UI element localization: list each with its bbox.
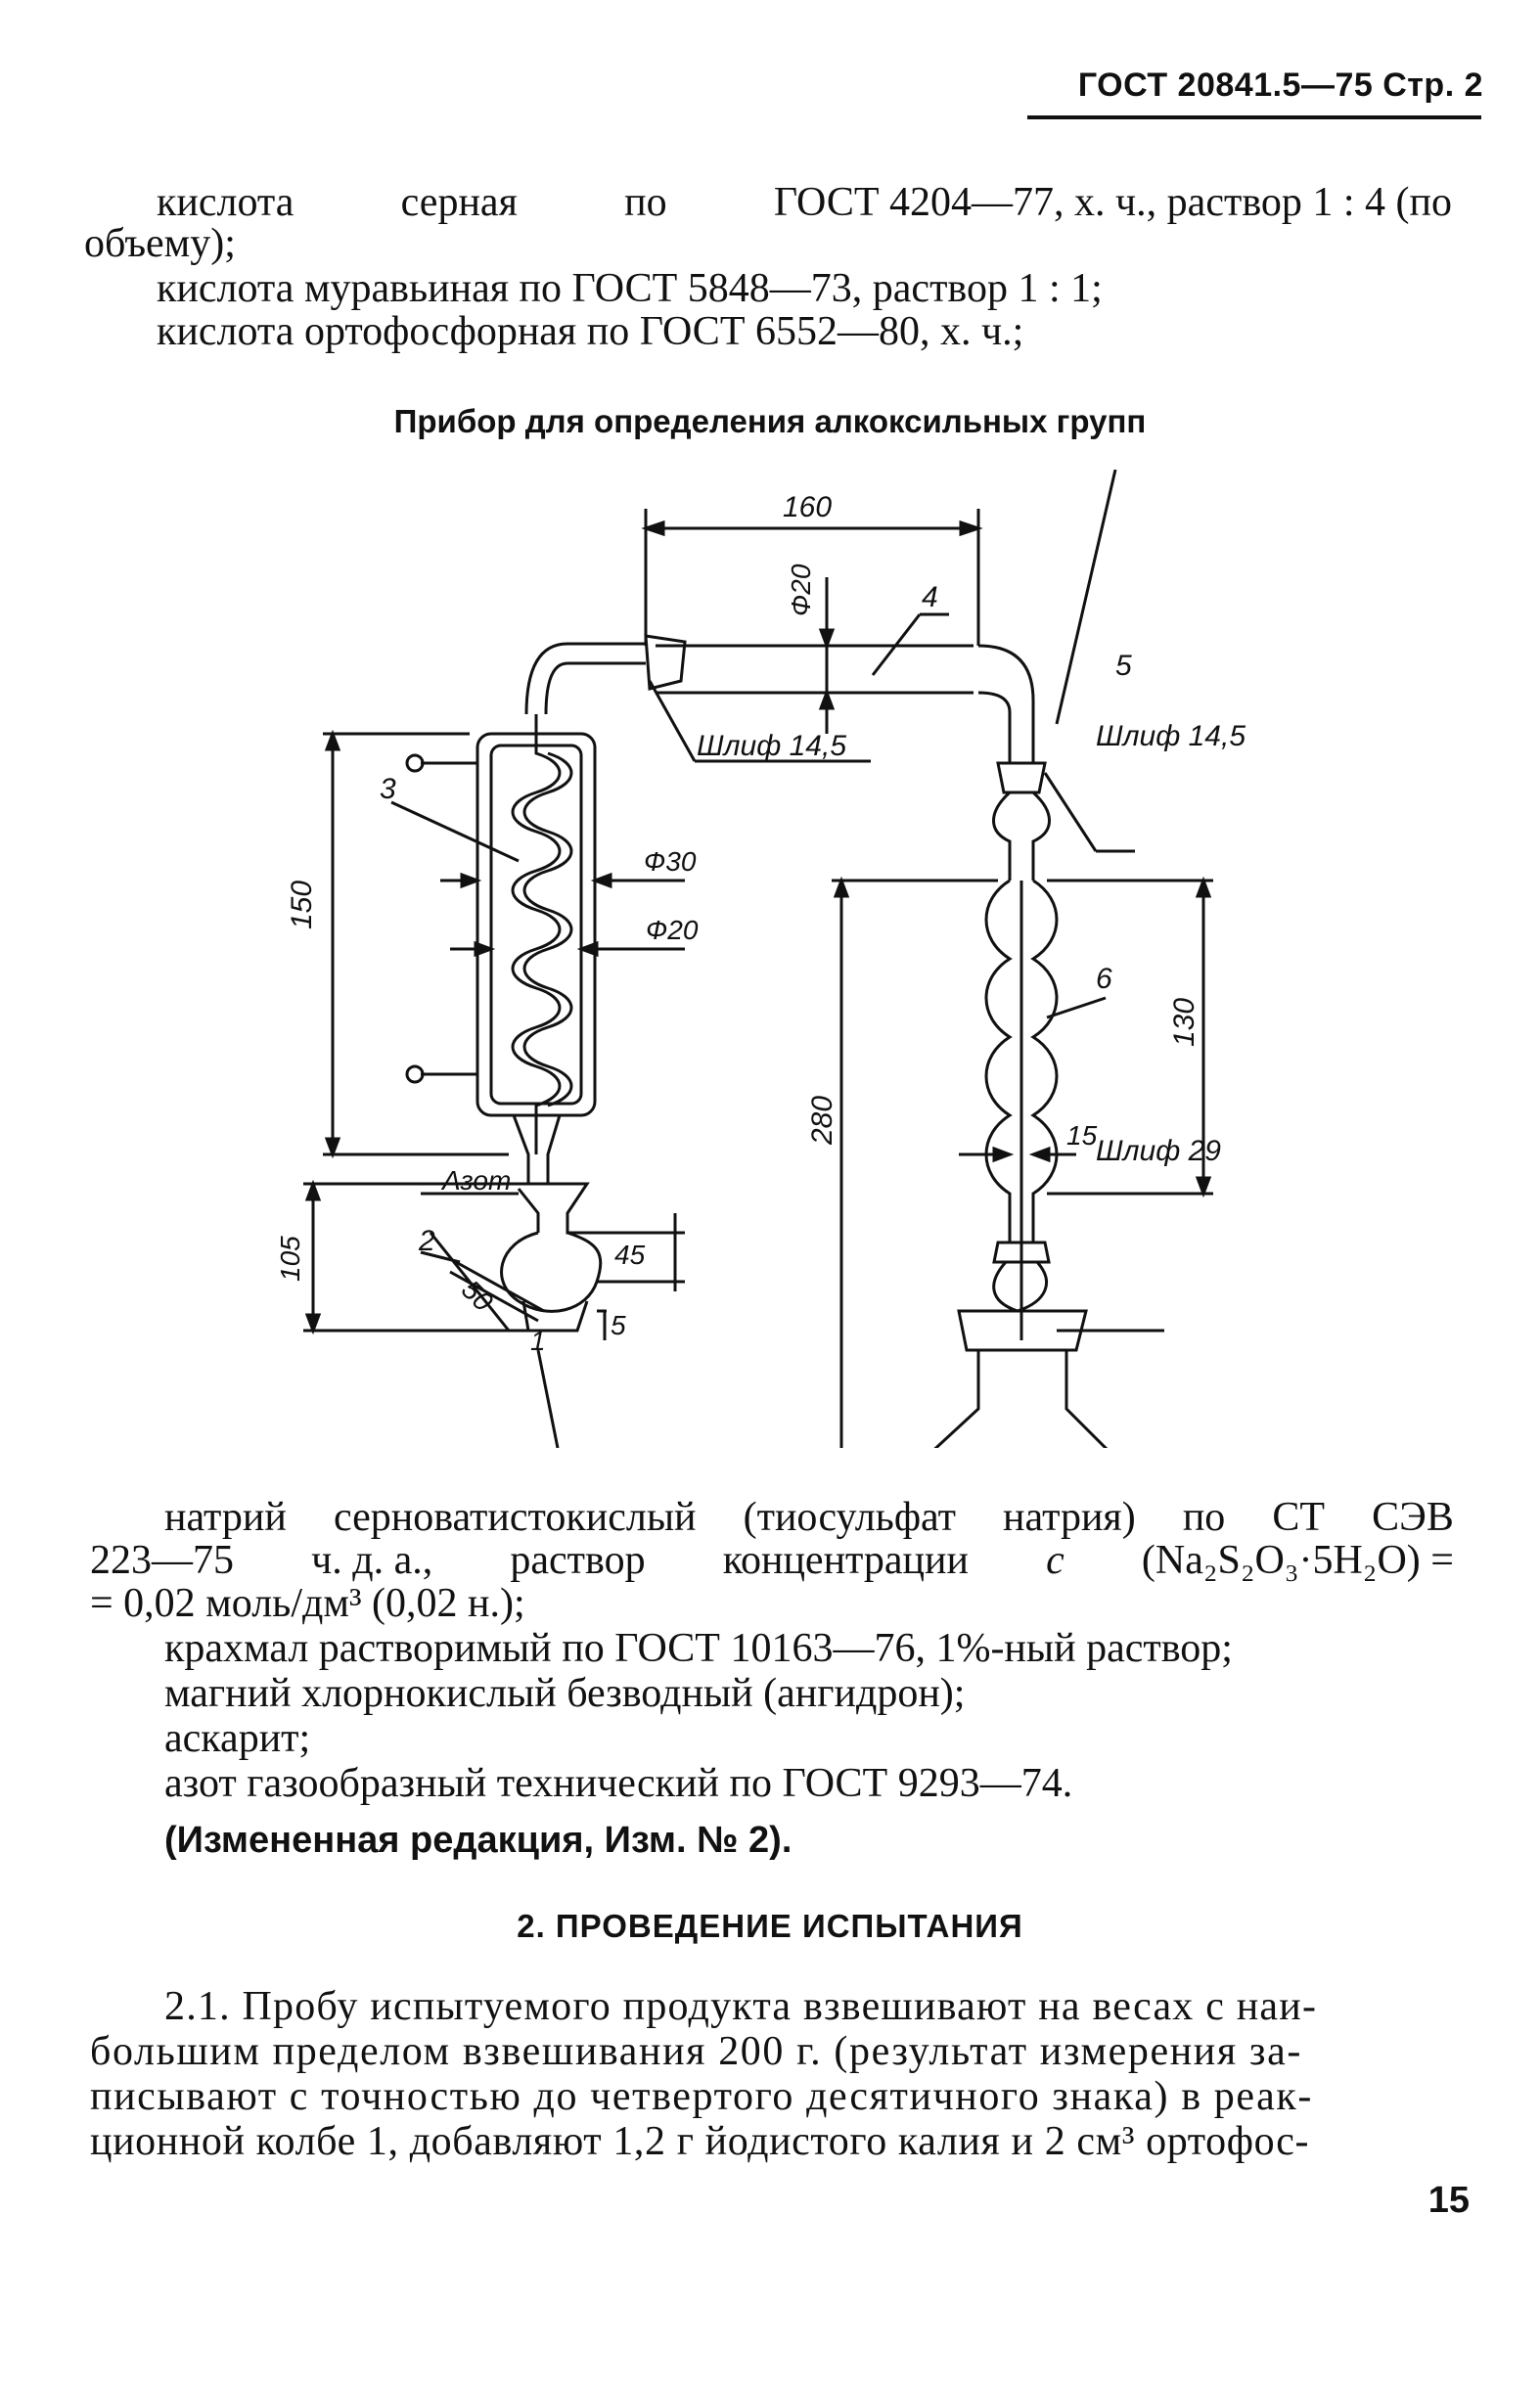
reagent-b-word: по — [1182, 1495, 1226, 1540]
apparatus-diagram: 160 Ф20 4 5 Шлиф 14,5 Шлиф 14,5 3 Ф30 Ф2… — [275, 470, 1246, 1448]
reagent-line-1-word: ГОСТ 4204—77, х. ч., раствор 1 : 4 (по — [773, 180, 1452, 225]
reagent-b-word: 223—75 — [90, 1538, 234, 1583]
page-header: ГОСТ 20841.5—75 Стр. 2 — [1077, 67, 1483, 104]
dim-45-label: 45 — [614, 1240, 646, 1270]
shlif-29-label: Шлиф 29 — [1096, 1135, 1221, 1167]
revision-note: (Измененная редакция, Изм. № 2). — [164, 1820, 793, 1861]
reagent-line-1-word: кислота — [157, 180, 294, 225]
reagent-b-word: (тиосульфат — [743, 1495, 956, 1540]
part-1-label: 1 — [530, 1326, 546, 1356]
reagent-b-word: (Na₂S₂O₃·5H₂O) = — [1141, 1538, 1454, 1583]
part-4-label: 4 — [922, 581, 938, 613]
dim-15-label: 15 — [1066, 1120, 1098, 1151]
reagent-b-word: натрий — [164, 1495, 287, 1540]
reagent-line-1-word: по — [624, 180, 667, 225]
reagent-b-line-3: = 0,02 моль/дм³ (0,02 н.); — [90, 1581, 525, 1626]
reagent-b-line-1: натрий серноватистокислый (тиосульфат на… — [164, 1497, 1454, 1538]
paragraph-line-1: 2.1. Пробу испытуемого продукта взвешива… — [164, 1984, 1318, 2029]
reagent-line-1: кислота серная по ГОСТ 4204—77, х. ч., р… — [157, 182, 1452, 223]
dim-phi20-top-label: Ф20 — [786, 564, 816, 616]
reagent-b-word: серноватистокислый — [333, 1495, 697, 1540]
reagent-b-word: СТ — [1272, 1495, 1326, 1540]
dim-130-label: 130 — [1168, 998, 1200, 1047]
page-number: 15 — [1427, 2180, 1470, 2221]
dim-phi20-label: Ф20 — [646, 915, 699, 945]
dim-160-label: 160 — [783, 491, 832, 523]
reagent-b-word: концентрации — [722, 1538, 969, 1583]
reagent-b-line-7: азот газообразный технический по ГОСТ 92… — [164, 1761, 1073, 1806]
reagent-line-2: объему); — [84, 221, 236, 266]
section-title: 2. ПРОВЕДЕНИЕ ИСПЫТАНИЯ — [517, 1908, 1023, 1944]
dim-5-label: 5 — [611, 1310, 626, 1340]
header-rule — [1027, 115, 1481, 119]
part-5-label: 5 — [1115, 650, 1132, 682]
reagent-line-1-word: серная — [400, 180, 518, 225]
figure-caption: Прибор для определения алкоксильных груп… — [393, 403, 1147, 439]
reagent-line-3: кислота муравьиная по ГОСТ 5848—73, раст… — [157, 266, 1103, 311]
shlif-right-label: Шлиф 14,5 — [1096, 720, 1246, 752]
reagent-line-4: кислота ортофосфорная по ГОСТ 6552—80, х… — [157, 309, 1024, 354]
dim-280-label: 280 — [806, 1096, 838, 1146]
shlif-left-label: Шлиф 14,5 — [697, 730, 846, 762]
reagent-b-word: c — [1046, 1538, 1064, 1583]
paragraph-line-4: ционной колбе 1, добавляют 1,2 г йодисто… — [90, 2119, 1310, 2164]
reagent-b-line-2: 223—75 ч. д. а., раствор концентрации c … — [90, 1540, 1454, 1581]
reagent-b-word: натрия) — [1003, 1495, 1136, 1540]
reagent-b-word: СЭВ — [1372, 1495, 1454, 1540]
paragraph-line-2: большим пределом взвешивания 200 г. (рез… — [90, 2029, 1302, 2074]
part-2-label: 2 — [418, 1225, 435, 1257]
reagent-b-line-6: аскарит; — [164, 1716, 311, 1761]
dim-105-label: 105 — [275, 1236, 305, 1282]
reagent-b-word: раствор — [510, 1538, 646, 1583]
part-6-label: 6 — [1096, 963, 1112, 995]
part-3-label: 3 — [380, 773, 396, 805]
reagent-b-line-5: магний хлорнокислый безводный (ангидрон)… — [164, 1671, 966, 1716]
reagent-b-word: ч. д. а., — [311, 1538, 433, 1583]
dim-phi30-label: Ф30 — [644, 846, 697, 877]
dim-150-label: 150 — [286, 881, 318, 929]
azot-label: Азот — [440, 1165, 511, 1196]
reagent-b-line-4: крахмал растворимый по ГОСТ 10163—76, 1%… — [164, 1626, 1233, 1671]
paragraph-line-3: писывают с точностью до четвертого десят… — [90, 2074, 1313, 2119]
